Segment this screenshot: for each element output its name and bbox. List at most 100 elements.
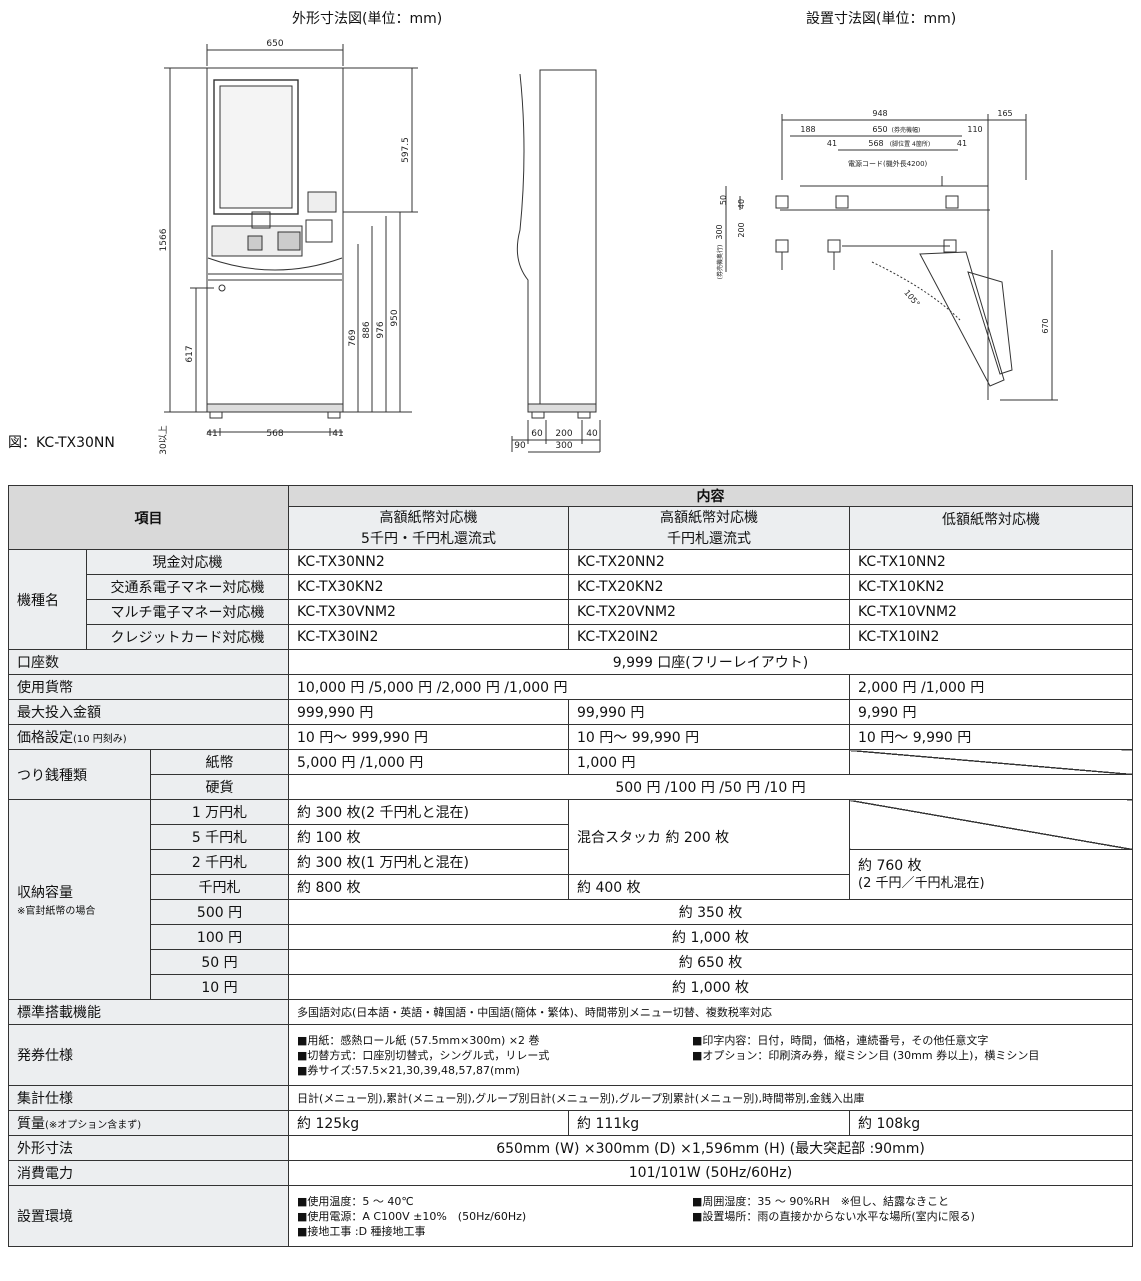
install-labels: 948 165 188 650 (券売機幅) 110 568 (脚位置 4箇所)… <box>715 109 1050 334</box>
header-item: 項目 <box>8 485 289 550</box>
model-c2: KC-TX20KN2 <box>568 574 850 600</box>
h886-label: 886 <box>362 321 372 338</box>
dimensions-value: 650mm (W) ×300mm (D) ×1,596mm (H) (最大突起部… <box>288 1135 1133 1161</box>
adjust-label: 30以上 <box>158 425 169 454</box>
model-c3: KC-TX10NN2 <box>849 549 1133 575</box>
model-c3: KC-TX10KN2 <box>849 574 1133 600</box>
cap-coin-value: 約 350 枚 <box>288 899 1133 925</box>
currency-c3: 2,000 円 /1,000 円 <box>849 674 1133 700</box>
max-input-c3: 9,990 円 <box>849 699 1133 725</box>
v40-label: 40 <box>737 199 746 209</box>
change-coin-value: 500 円 /100 円 /50 円 /10 円 <box>288 774 1133 800</box>
h617-label: 617 <box>185 345 195 362</box>
cap-coin-label: 10 円 <box>150 974 289 1000</box>
change-coin-label: 硬貨 <box>150 774 289 800</box>
cap-c3-b: (2 千円／千円札混在) <box>858 875 985 891</box>
header-col1: 高額紙幣対応機 <box>288 506 569 527</box>
environment-spec-cell: ■使用温度：5 ～ 40℃ ■周囲湿度：35 ～ 90%RH ※但し、結露なきこ… <box>288 1185 1133 1247</box>
environment-label: 設置環境 <box>8 1185 289 1247</box>
top-section-label: 597.5 <box>401 137 411 163</box>
features-label: 標準搭載機能 <box>8 999 289 1025</box>
foot-right-label: 41 <box>332 429 343 439</box>
d650-note: (券売機幅) <box>892 126 921 134</box>
model-c3: KC-TX10VNM2 <box>849 599 1133 625</box>
model-type: 現金対応機 <box>86 549 289 575</box>
d200-label: 200 <box>555 429 572 439</box>
price-label-cell: 価格設定(10 円刻み) <box>8 724 289 750</box>
side-view-labels: 90 60 200 40 300 <box>514 429 598 451</box>
d60-label: 60 <box>531 429 543 439</box>
v50-label: 50 <box>719 195 728 205</box>
header-col2: 高額紙幣対応機 <box>568 506 850 527</box>
weight-c3: 約 108kg <box>849 1110 1133 1136</box>
max-input-c2: 99,990 円 <box>568 699 850 725</box>
d41b-label: 41 <box>957 139 967 148</box>
max-input-label: 最大投入金額 <box>8 699 289 725</box>
accounts-label: 口座数 <box>8 649 289 675</box>
front-drawing-title: 外形寸法図(単位：mm) <box>292 11 443 27</box>
front-view <box>164 44 418 436</box>
side-view <box>511 69 601 453</box>
price-c2: 10 円～ 99,990 円 <box>568 724 850 750</box>
aggregate-label: 集計仕様 <box>8 1085 289 1111</box>
d165-label: 165 <box>997 109 1012 118</box>
model-c2: KC-TX20VNM2 <box>568 599 850 625</box>
model-c1: KC-TX30KN2 <box>288 574 569 600</box>
cap-stacker-c2: 混合スタッカ 約 200 枚 <box>568 799 850 875</box>
cap-2000-label: 2 千円札 <box>150 849 289 875</box>
aggregate-value: 日計(メニュー別),累計(メニュー別),グループ別日計(メニュー別),グループ別… <box>288 1085 1133 1111</box>
model-c2: KC-TX20IN2 <box>568 624 850 650</box>
ticket-l2: ■切替方式：口座別切替式，シングル式，リレー式 <box>297 1048 550 1062</box>
d188-label: 188 <box>800 125 815 134</box>
d568-label: 568 <box>868 139 883 148</box>
h950-label: 950 <box>390 309 400 326</box>
cap-c3-a: 約 760 枚 <box>858 857 922 874</box>
environment-l3: ■接地工事 :D 種接地工事 <box>297 1224 426 1238</box>
header-content: 内容 <box>288 485 1133 507</box>
v670-label: 670 <box>1041 318 1050 333</box>
environment-r1: ■周囲湿度：35 ～ 90%RH ※但し、結露なきこと <box>692 1194 949 1208</box>
environment-l1: ■使用温度：5 ～ 40℃ <box>297 1194 414 1208</box>
cap-2000-c1: 約 300 枚(1 万円札と混在) <box>288 849 569 875</box>
max-input-c1: 999,990 円 <box>288 699 569 725</box>
cap-coin-label: 50 円 <box>150 949 289 975</box>
power-label: 消費電力 <box>8 1160 289 1186</box>
drawing-caption: 図：KC-TX30NN <box>8 435 115 451</box>
model-c3: KC-TX10IN2 <box>849 624 1133 650</box>
change-bill-c1: 5,000 円 /1,000 円 <box>288 749 569 775</box>
foot-width-label: 568 <box>266 429 283 439</box>
d568-note: (脚位置 4箇所) <box>890 140 930 148</box>
d110-label: 110 <box>967 125 982 134</box>
cap-5000-c1: 約 100 枚 <box>288 824 569 850</box>
cap-coin-value: 約 1,000 枚 <box>288 924 1133 950</box>
model-c1: KC-TX30NN2 <box>288 549 569 575</box>
environment-l2: ■使用電源：A C100V ±10% (50Hz/60Hz) <box>297 1209 527 1223</box>
v300-label: 300 <box>715 224 724 239</box>
cap-c3-cell: 約 760 枚 (2 千円／千円札混在) <box>849 849 1133 900</box>
weight-note: (※オプション含まず) <box>45 1120 142 1131</box>
model-c2: KC-TX20NN2 <box>568 549 850 575</box>
capacity-note: ※官封紙幣の場合 <box>17 906 96 917</box>
header-col3: 低額紙幣対応機 <box>849 506 1133 550</box>
cap-coin-label: 100 円 <box>150 924 289 950</box>
weight-label-cell: 質量(※オプション含まず) <box>8 1110 289 1136</box>
accounts-value: 9,999 口座(フリーレイアウト) <box>288 649 1133 675</box>
install-plan-view <box>725 114 1058 401</box>
ticket-l1: ■用紙：感熱ロール紙 (57.5mm×300m) ×2 巻 <box>297 1033 540 1047</box>
change-bill-c2: 1,000 円 <box>568 749 850 775</box>
model-type: 交通系電子マネー対応機 <box>86 574 289 600</box>
dimension-drawings: 650 1566 617 597.5 769 886 976 950 41 56… <box>158 39 1058 455</box>
power-value: 101/101W (50Hz/60Hz) <box>288 1160 1133 1186</box>
cap-coin-value: 約 650 枚 <box>288 949 1133 975</box>
model-type: クレジットカード対応機 <box>86 624 289 650</box>
ticket-r2: ■オプション：印刷済み券，縦ミシン目 (30mm 券以上)，横ミシン目 <box>692 1048 1040 1062</box>
ticket-l3: ■券サイズ:57.5×21,30,39,48,57,87(mm) <box>297 1063 520 1077</box>
v200-label: 200 <box>737 222 746 237</box>
d650-label: 650 <box>872 125 887 134</box>
capacity-label-cell: 収納容量 ※官封紙幣の場合 <box>8 799 151 1000</box>
price-c1: 10 円～ 999,990 円 <box>288 724 569 750</box>
weight-label: 質量 <box>17 1116 45 1132</box>
currency-label: 使用貨幣 <box>8 674 289 700</box>
change-bill-label: 紙幣 <box>150 749 289 775</box>
environment-r2: ■設置場所：雨の直接かからない水平な場所(室内に限る) <box>692 1209 975 1223</box>
